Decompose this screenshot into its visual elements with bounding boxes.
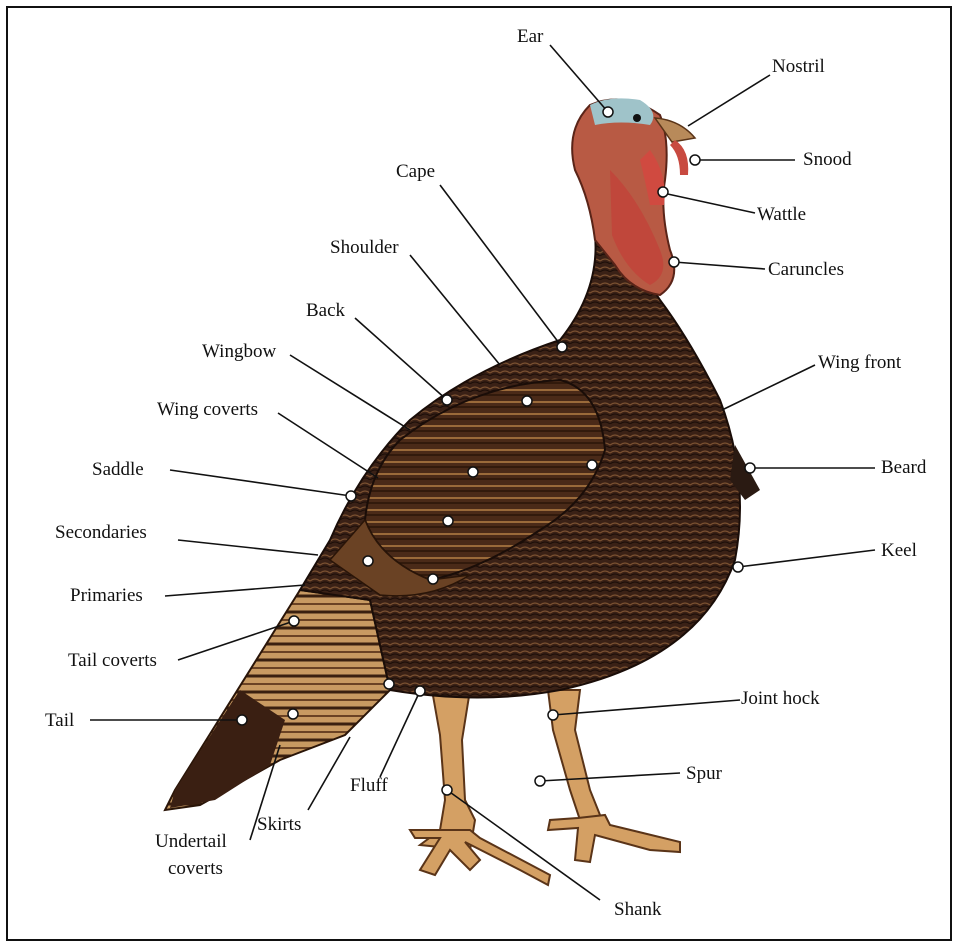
wing-front-inner-marker xyxy=(587,460,597,470)
skirts-marker xyxy=(384,679,394,689)
label-joint-hock: Joint hock xyxy=(741,688,820,709)
label-wing-front: Wing front xyxy=(818,352,902,373)
caruncles-marker xyxy=(669,257,679,267)
wing-coverts-marker xyxy=(443,516,453,526)
label-undertail: Undertail xyxy=(155,831,227,852)
cape-marker xyxy=(557,342,567,352)
secondaries-marker xyxy=(363,556,373,566)
eye-shape xyxy=(633,114,641,122)
label-keel: Keel xyxy=(881,540,917,561)
shank-marker xyxy=(442,785,452,795)
label-shoulder: Shoulder xyxy=(330,237,399,258)
label-snood: Snood xyxy=(803,149,852,170)
label-tail: Tail xyxy=(45,710,74,731)
shoulder-marker xyxy=(522,396,532,406)
label-spur: Spur xyxy=(686,763,723,784)
tail-marker xyxy=(237,715,247,725)
label-shank: Shank xyxy=(614,899,662,920)
label-secondaries: Secondaries xyxy=(55,522,147,543)
label-beard: Beard xyxy=(881,457,927,478)
label-skirts: Skirts xyxy=(257,814,301,835)
keel-marker xyxy=(733,562,743,572)
beard-marker xyxy=(745,463,755,473)
wattle-marker xyxy=(658,187,668,197)
joint-hock-marker xyxy=(548,710,558,720)
left-foot-shape xyxy=(410,830,550,885)
label-back: Back xyxy=(306,300,346,321)
label-saddle: Saddle xyxy=(92,459,144,480)
label-wingbow: Wingbow xyxy=(202,341,276,362)
left-leg-shape xyxy=(420,690,475,850)
label-fluff: Fluff xyxy=(350,775,388,796)
label-nostril: Nostril xyxy=(772,56,825,77)
spur-marker xyxy=(535,776,545,786)
label-tail-coverts: Tail coverts xyxy=(68,650,157,671)
snood-shape xyxy=(670,140,688,175)
right-leg-shape xyxy=(548,690,602,820)
back-marker xyxy=(442,395,452,405)
undertail-coverts-marker xyxy=(288,709,298,719)
label-undertail-coverts: coverts xyxy=(168,858,223,879)
label-primaries: Primaries xyxy=(70,585,143,606)
tail-coverts-marker xyxy=(289,616,299,626)
snood-marker xyxy=(690,155,700,165)
saddle-marker xyxy=(346,491,356,501)
fluff-marker xyxy=(415,686,425,696)
label-wing-coverts: Wing coverts xyxy=(157,399,258,420)
label-cape: Cape xyxy=(396,161,435,182)
right-foot-shape xyxy=(548,815,680,862)
label-caruncles: Caruncles xyxy=(768,259,844,280)
label-ear: Ear xyxy=(517,26,544,47)
label-wattle: Wattle xyxy=(757,204,806,225)
turkey-illustration xyxy=(165,98,760,885)
wingbow-marker xyxy=(468,467,478,477)
primaries-marker xyxy=(428,574,438,584)
ear-marker xyxy=(603,107,613,117)
